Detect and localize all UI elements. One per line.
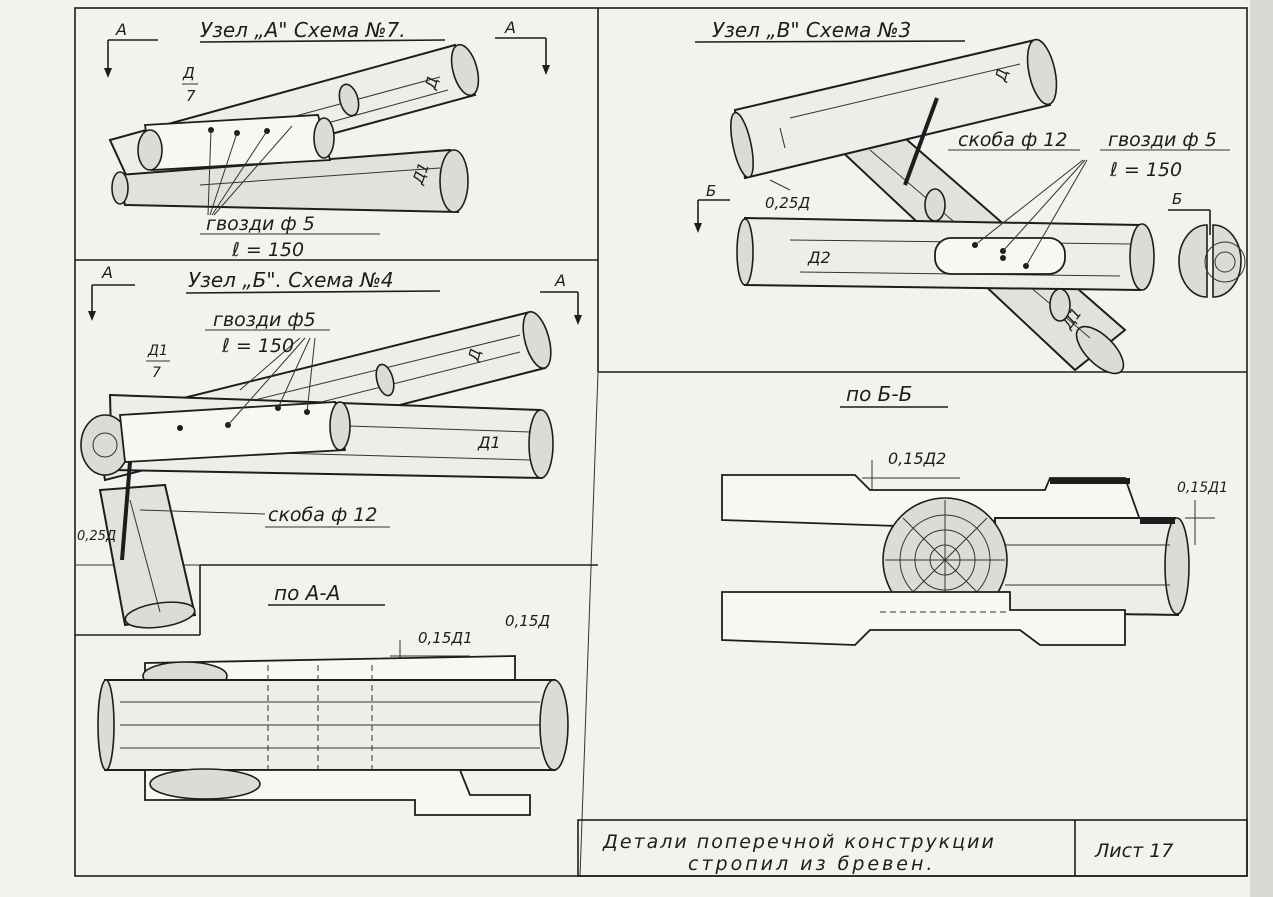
node-b-dim-025d: 0,25Д — [77, 529, 116, 544]
node-a-pad-board — [137, 83, 360, 216]
svg-text:А: А — [554, 271, 566, 290]
node-a-diagram: Узел „А" Схема №7. А А — [104, 18, 550, 261]
node-b-pad-board — [119, 337, 395, 463]
node-b-staple-label: скоба ф 12 — [268, 504, 377, 526]
svg-text:А: А — [101, 263, 113, 282]
section-bb-right-log — [994, 517, 1190, 617]
section-aa-dim-015d: 0,15Д — [505, 612, 550, 630]
title-block-line1: Детали поперечной конструкции — [602, 831, 996, 853]
svg-text:А: А — [504, 18, 516, 37]
node-b-section-marker-left: А — [88, 263, 135, 321]
node-a-dim-d7-top: Д — [182, 64, 195, 82]
node-a-nails-label: гвозди ф 5 — [206, 213, 315, 235]
node-b-title: Узел „Б". Схема №4 — [188, 268, 394, 292]
node-a-beam-log — [111, 148, 469, 214]
section-aa-diagram: по А-А 0,15Д1 0,15Д — [97, 581, 569, 816]
node-a-title-underline — [199, 39, 446, 43]
node-v-title-underline — [694, 40, 966, 43]
node-a-dim-d: Д — [421, 75, 442, 92]
paper-edge — [1250, 0, 1273, 897]
section-bb-dim-015d1: 0,15Д1 — [1177, 480, 1228, 496]
node-a-section-marker-right: А — [495, 18, 550, 75]
node-a-dim-d7-bottom: 7 — [186, 87, 196, 105]
node-v-diagram: Узел „В" Схема №3 — [694, 18, 1246, 375]
svg-text:Б: Б — [706, 182, 716, 200]
svg-text:А: А — [115, 20, 127, 39]
node-b-dim-d1: Д1 — [477, 433, 501, 452]
node-a-section-marker-left: А — [104, 20, 158, 78]
section-bb-diagram: по Б-Б 0,15Д2 0,15Д1 — [721, 382, 1228, 646]
node-v-cross-section-view: Б — [1168, 190, 1246, 298]
node-v-staple — [903, 97, 939, 186]
node-v-length-label: ℓ = 150 — [1109, 159, 1182, 181]
section-aa-title: по А-А — [274, 581, 340, 605]
node-a-title: Узел „А" Схема №7. — [200, 18, 406, 42]
node-v-section-marker-left: Б — [694, 182, 730, 233]
node-v-dim-d2: Д2 — [807, 248, 831, 267]
section-aa-main-log — [97, 665, 569, 795]
node-v-pad-board — [934, 159, 1088, 275]
node-a-length-label: ℓ = 150 — [231, 239, 304, 261]
node-b-length-label: ℓ = 150 — [221, 335, 294, 357]
panel-dividers — [75, 8, 1247, 877]
node-b-diagram: Узел „Б". Схема №4 А А — [77, 263, 582, 629]
node-v-rafter-log — [730, 38, 1058, 180]
node-b-staple — [120, 461, 132, 561]
node-b-section-marker-right: А — [540, 271, 582, 325]
node-v-nails-label: гвозди ф 5 — [1108, 129, 1217, 151]
node-b-nails-label: гвозди ф5 — [213, 309, 316, 331]
section-aa-dim-015d1: 0,15Д1 — [418, 629, 473, 647]
section-bb-title: по Б-Б — [846, 382, 912, 406]
title-block: Детали поперечной конструкции стропил из… — [577, 819, 1248, 877]
node-v-title: Узел „В" Схема №3 — [712, 18, 911, 42]
node-v-dim-025d: 0,25Д — [765, 194, 810, 212]
section-bb-dim-015d2: 0,15Д2 — [888, 449, 946, 468]
node-b-dim-d1-7-bottom: 7 — [152, 365, 161, 381]
node-b-title-underline — [185, 290, 441, 294]
node-b-dim-d: Д — [464, 347, 485, 364]
node-v-dim-d: Д — [991, 67, 1012, 84]
title-block-line2: стропил из бревен. — [688, 853, 935, 875]
node-v-section-right-label: Б — [1172, 190, 1182, 208]
title-block-sheet-number: Лист 17 — [1094, 840, 1173, 862]
node-b-dim-d1-7-top: Д1 — [147, 343, 168, 359]
section-bb-lower-board — [721, 591, 1126, 646]
node-v-staple-label: скоба ф 12 — [958, 129, 1067, 151]
